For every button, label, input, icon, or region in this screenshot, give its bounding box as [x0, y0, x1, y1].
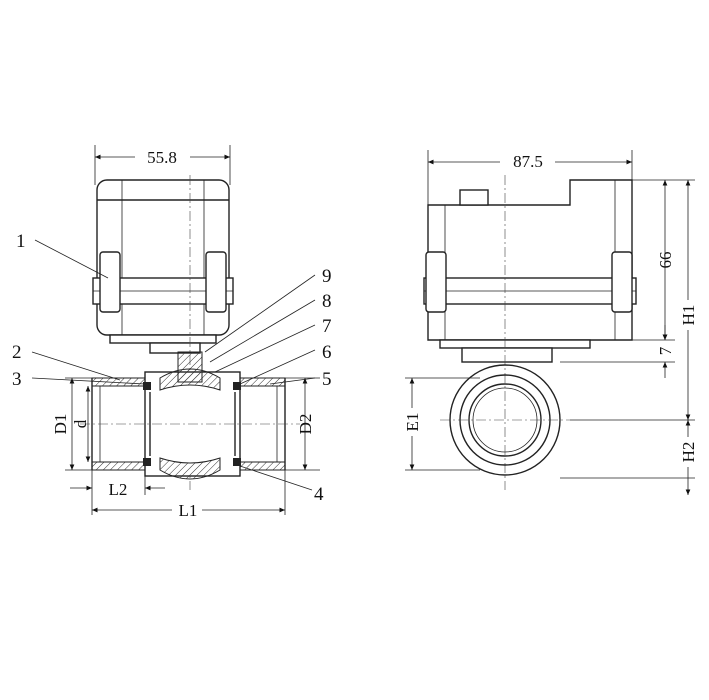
front-dimensions: D1 d D2 L2 L1: [51, 377, 320, 520]
dim-D2: D2: [296, 414, 315, 435]
dim-H1: H1: [679, 305, 698, 326]
callout-7: 7: [322, 316, 332, 337]
callout-4: 4: [314, 484, 324, 505]
dim-D1: D1: [51, 414, 70, 435]
dim-H2: H2: [679, 442, 698, 463]
callout-9: 9: [322, 266, 332, 287]
actuator: [92, 175, 234, 490]
actuator-side: [423, 175, 637, 490]
dim-L2: L2: [109, 480, 128, 499]
callout-3: 3: [12, 369, 22, 390]
dim-7: 7: [656, 346, 675, 355]
dim-L1: L1: [179, 501, 198, 520]
dim-66: 66: [656, 252, 675, 269]
dim-d: d: [71, 419, 90, 428]
dim-label: 55.8: [147, 148, 177, 167]
front-view: 55.8: [12, 145, 332, 520]
pipe-end-view: [440, 364, 570, 476]
dim-E1: E1: [403, 413, 422, 432]
callout-5: 5: [322, 369, 332, 390]
callout-6: 6: [322, 342, 332, 363]
valve-body-section: [80, 351, 300, 480]
callouts: 1 2 3 4 5 6 7 8 9: [12, 231, 332, 505]
side-dimensions: 66 7 H1 H2 E1: [403, 179, 698, 495]
side-view: 87.5 66: [403, 150, 698, 495]
callout-1: 1: [16, 231, 26, 252]
dimension-87-5: 87.5: [427, 150, 633, 205]
callout-2: 2: [12, 342, 22, 363]
dim-label: 87.5: [513, 152, 543, 171]
dimension-55-8: 55.8: [94, 145, 231, 185]
callout-8: 8: [322, 291, 332, 312]
